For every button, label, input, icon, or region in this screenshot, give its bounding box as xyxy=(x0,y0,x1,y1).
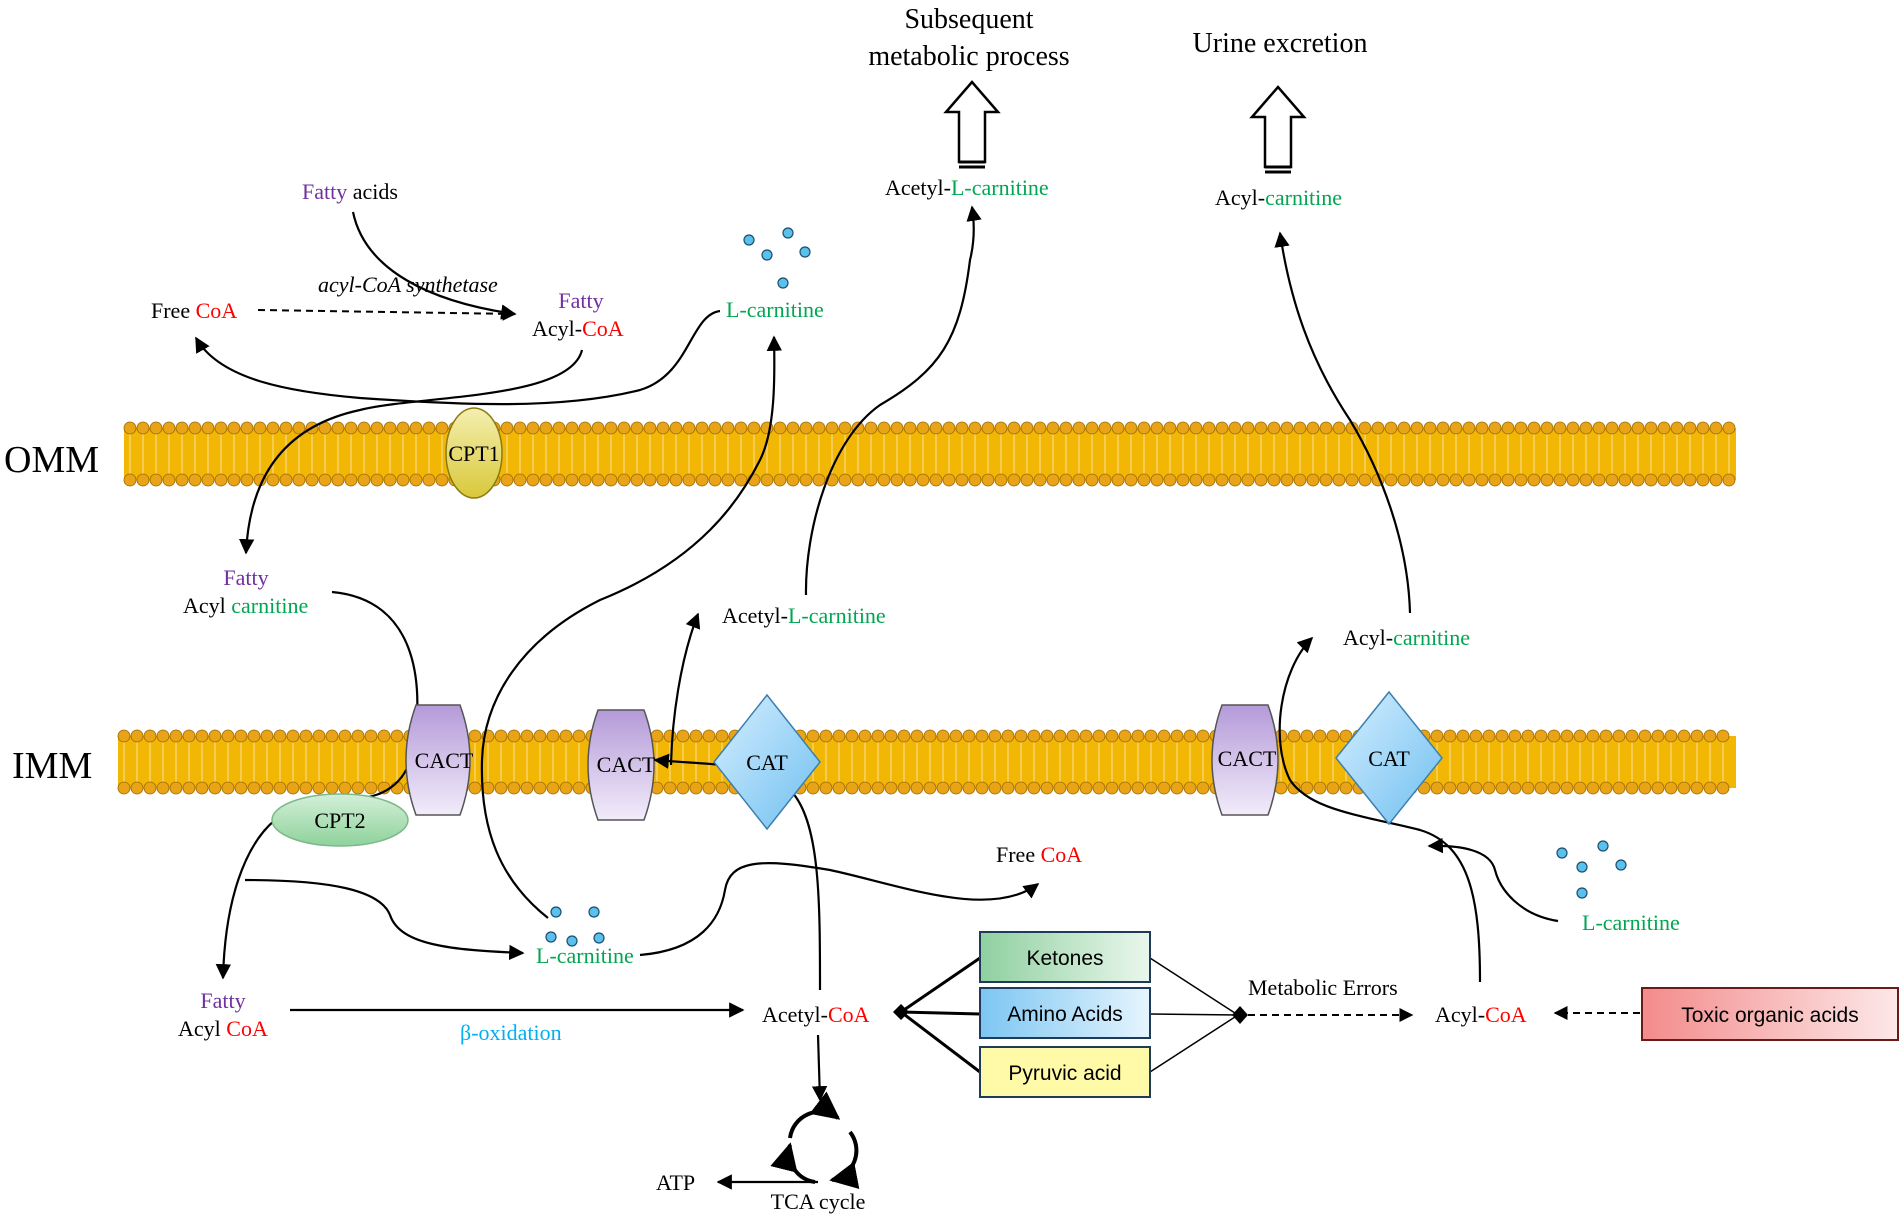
svg-text:CACT: CACT xyxy=(415,748,474,773)
outer-mitochondrial-membrane xyxy=(123,421,1736,487)
svg-text:CAT: CAT xyxy=(1368,746,1410,771)
toxic-organic-acids-box: Toxic organic acids xyxy=(1641,987,1899,1041)
svg-text:CAT: CAT xyxy=(746,750,788,775)
cpt1-protein: CPT1 xyxy=(445,407,503,499)
svg-text:CPT2: CPT2 xyxy=(314,808,365,833)
acyl-coa-right-label: Acyl-CoA xyxy=(1435,1002,1527,1027)
atp-label: ATP xyxy=(656,1170,695,1195)
acetyl-l-carnitine-top-label: Acetyl-L-carnitine xyxy=(885,175,1049,200)
fatty-acyl-carnitine-line2: Acyl carnitine xyxy=(183,593,308,618)
free-coa-bottom-label: Free CoA xyxy=(996,842,1082,867)
fatty-acids-label: Fatty acids xyxy=(302,179,398,204)
l-carnitine-molecules-icon xyxy=(545,906,605,947)
amino-acids-box: Amino Acids xyxy=(979,987,1151,1039)
acetyl-coa-label: Acetyl-CoA xyxy=(762,1002,870,1027)
subsequent-metabolic-title-line2: metabolic process xyxy=(868,41,1069,72)
imm-label: IMM xyxy=(12,745,92,787)
svg-text:Ketones: Ketones xyxy=(1026,947,1103,970)
acyl-carnitine-mid-label: Acyl-carnitine xyxy=(1343,625,1470,650)
acyl-coa-synthetase-label: acyl-CoA synthetase xyxy=(318,272,498,297)
cact-transporter-2: CACT xyxy=(587,709,656,821)
cat-enzyme-1: CAT xyxy=(713,693,821,831)
cact-transporter-1: CACT xyxy=(405,704,474,816)
hollow-up-arrow-icon xyxy=(943,80,1001,169)
l-carnitine-right-label: L-carnitine xyxy=(1582,910,1680,935)
svg-text:Toxic organic acids: Toxic organic acids xyxy=(1681,1004,1858,1027)
urine-excretion-title: Urine excretion xyxy=(1193,28,1368,59)
acyl-carnitine-top-label: Acyl-carnitine xyxy=(1215,185,1342,210)
svg-text:CPT1: CPT1 xyxy=(448,441,499,466)
fatty-acyl-coa-top-line2: Acyl-CoA xyxy=(532,316,624,341)
hollow-up-arrow-icon xyxy=(1249,85,1307,174)
omm-label: OMM xyxy=(4,439,99,481)
pyruvic-acid-box: Pyruvic acid xyxy=(979,1046,1151,1098)
svg-text:Pyruvic acid: Pyruvic acid xyxy=(1008,1062,1121,1085)
ketones-box: Ketones xyxy=(979,931,1151,983)
tca-cycle-icon xyxy=(770,1091,860,1190)
cpt2-protein: CPT2 xyxy=(271,793,409,847)
acetyl-l-carnitine-mid-label: Acetyl-L-carnitine xyxy=(722,603,886,628)
fatty-acyl-coa-top-line1: Fatty xyxy=(558,288,603,313)
svg-text:Amino Acids: Amino Acids xyxy=(1007,1003,1123,1026)
svg-text:CACT: CACT xyxy=(1218,746,1277,771)
l-carnitine-top-label: L-carnitine xyxy=(726,297,824,322)
fatty-acyl-coa-bottom-line2: Acyl CoA xyxy=(178,1016,268,1041)
acetyl-coa-fan-lines xyxy=(893,956,981,1074)
beta-oxidation-label: β-oxidation xyxy=(460,1020,562,1045)
free-coa-top-label: Free CoA xyxy=(151,298,237,323)
metabolic-errors-fan-lines xyxy=(1149,957,1248,1073)
fatty-acyl-coa-bottom-line1: Fatty xyxy=(200,988,245,1013)
subsequent-metabolic-title-line1: Subsequent xyxy=(904,4,1033,35)
l-carnitine-molecules-icon xyxy=(743,227,811,289)
l-carnitine-bottom-label: L-carnitine xyxy=(536,943,634,968)
inner-mitochondrial-membrane xyxy=(117,729,1736,795)
fatty-acyl-carnitine-line1: Fatty xyxy=(223,565,268,590)
tca-cycle-label: TCA cycle xyxy=(771,1189,866,1214)
l-carnitine-molecules-icon xyxy=(1556,840,1627,899)
metabolic-errors-label: Metabolic Errors xyxy=(1248,975,1398,1000)
cat-enzyme-2: CAT xyxy=(1335,690,1443,826)
cact-transporter-3: CACT xyxy=(1211,704,1279,816)
svg-text:CACT: CACT xyxy=(597,752,656,777)
